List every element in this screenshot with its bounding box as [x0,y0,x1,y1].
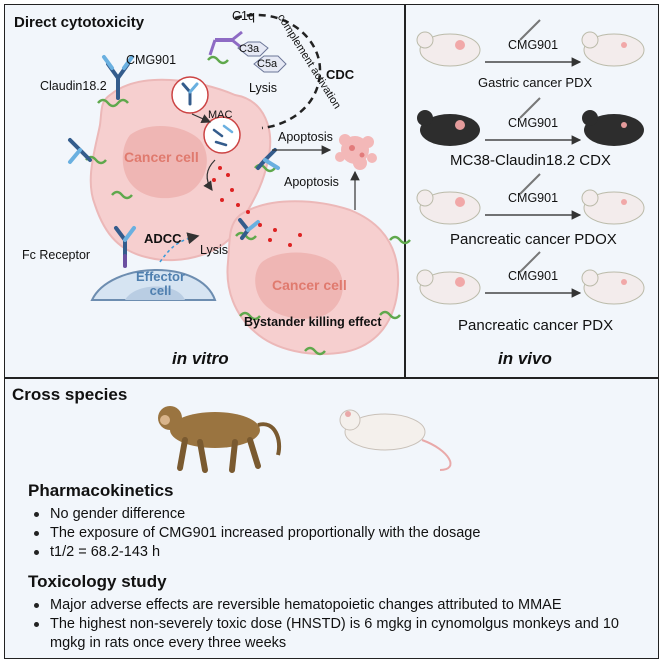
cancer-cell-2-nucleus [255,252,343,319]
mouse-row-1 [416,19,645,67]
drug-label-2: CMG901 [508,116,559,130]
direct-cytotoxicity-title: Direct cytotoxicity [14,14,145,31]
cancer-cell-2-label: Cancer cell [272,277,347,293]
c3a-hexagon [237,41,269,57]
mouse-row-3 [416,173,645,225]
monkey-icon [158,406,281,473]
lysis-top-label: Lysis [249,81,278,95]
mouse-row-4 [416,251,645,305]
model-pancreatic-pdx: Pancreatic cancer PDX [458,317,614,334]
complement-arc [234,13,322,130]
model-gastric-pdx: Gastric cancer PDX [478,75,593,90]
cancer-cell-1-nucleus [122,125,207,199]
c3a-label: C3a [239,43,260,55]
cmg901-label: CMG901 [126,53,177,67]
drug-label-3: CMG901 [508,191,559,205]
apoptotic-body [335,134,377,170]
rat-icon [339,409,452,471]
pk-item-3: t1/2 = 68.2-143 h [28,543,480,562]
lysis-bottom-label: Lysis [200,243,229,257]
drug-label-4: CMG901 [508,269,559,283]
effector-cell-label: Effector cell [135,269,186,299]
mouse-row-2 [417,97,644,146]
fc-receptor-label: Fc Receptor [22,248,91,262]
divider-vertical [404,4,406,378]
bystander-killing-label: Bystander killing effect [244,315,382,329]
model-mc38-cdx: MC38-Claudin18.2 CDX [450,152,611,169]
cdc-label: CDC [326,67,355,82]
cancer-cell-1-label: Cancer cell [124,149,199,165]
c1q-label: C1q [232,9,255,23]
pk-list: No gender difference The exposure of CMG… [28,505,480,562]
in-vivo-footer: in vivo [498,349,552,368]
apoptosis-label-2: Apoptosis [284,175,339,189]
mac-label: MAC [208,109,233,121]
c5a-label: C5a [257,58,278,70]
antibody-icon [102,55,134,100]
c1q-icon [208,30,243,56]
drug-label-1: CMG901 [508,38,559,52]
claudin-label: Claudin18.2 [40,79,107,93]
pk-item-2: The exposure of CMG901 increased proport… [28,524,480,543]
model-pancreatic-pdox: Pancreatic cancer PDOX [450,231,617,248]
adcc-label: ADCC [144,231,182,246]
cross-species-title: Cross species [12,385,128,404]
tox-list: Major adverse effects are reversible hem… [28,596,648,653]
claudin-receptor [97,98,129,108]
tox-item-2: The highest non-severely toxic dose (HNS… [28,615,648,653]
apoptosis-label-1: Apoptosis [278,130,333,144]
toxicology-title: Toxicology study [28,572,167,591]
divider-horizontal [4,377,659,379]
pharmacokinetics-title: Pharmacokinetics [28,481,174,500]
effector-cell [90,269,217,301]
tox-item-1: Major adverse effects are reversible hem… [28,596,648,615]
in-vitro-footer: in vitro [172,349,229,368]
payload-dots [212,166,302,247]
pk-item-1: No gender difference [28,505,480,524]
c5a-hexagon [253,55,287,73]
